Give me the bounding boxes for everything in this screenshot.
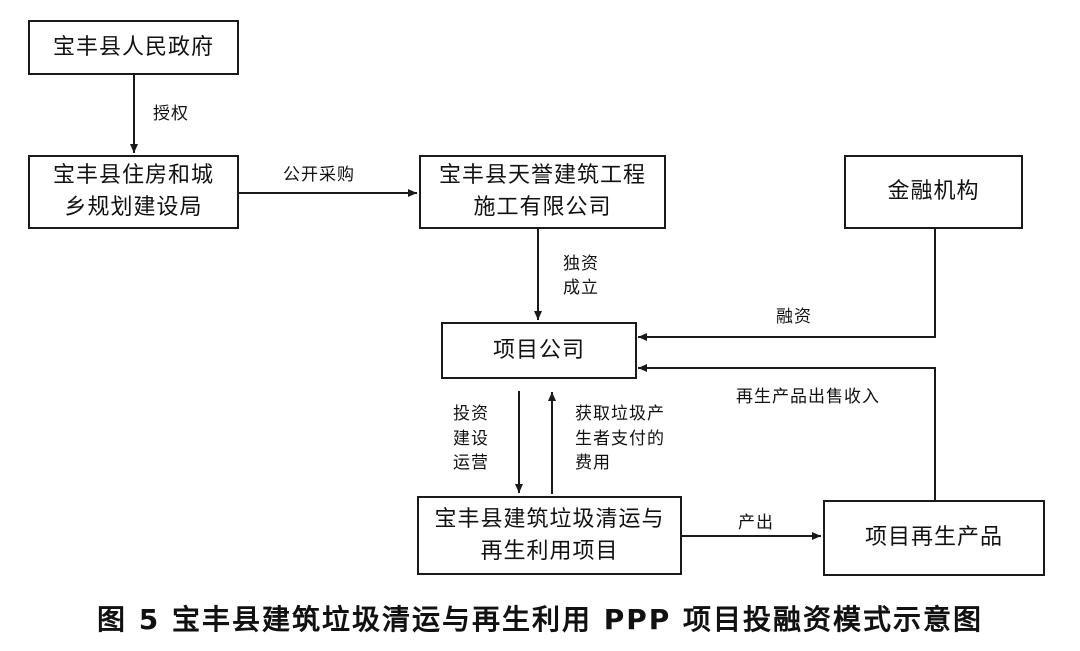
node-county-government: 宝丰县人民政府 bbox=[28, 20, 239, 75]
arrow-sales-income bbox=[638, 364, 936, 500]
node-recycled-products: 项目再生产品 bbox=[823, 500, 1045, 576]
label-fees: 获取垃圾产 生者支付的 费用 bbox=[575, 404, 665, 474]
label-financing: 融资 bbox=[776, 307, 812, 327]
label-public-procurement: 公开采购 bbox=[283, 165, 355, 185]
label-authorize: 授权 bbox=[153, 104, 189, 124]
figure-caption: 图 5 宝丰县建筑垃圾清运与再生利用 PPP 项目投融资模式示意图 bbox=[96, 603, 984, 636]
node-housing-bureau: 宝丰县住房和城 乡规划建设局 bbox=[28, 155, 239, 229]
label-sales-income: 再生产品出售收入 bbox=[736, 387, 880, 407]
arrow-financing bbox=[638, 229, 936, 341]
node-waste-recycling-project: 宝丰县建筑垃圾清运与 再生利用项目 bbox=[417, 496, 682, 575]
label-invest-build-operate: 投资 建设 运营 bbox=[453, 404, 489, 474]
label-produce: 产出 bbox=[738, 513, 774, 533]
node-project-company: 项目公司 bbox=[441, 322, 637, 379]
label-sole-investment: 独资 成立 bbox=[563, 254, 599, 298]
node-financial-institution: 金融机构 bbox=[844, 155, 1023, 229]
node-construction-company: 宝丰县天誉建筑工程 施工有限公司 bbox=[419, 155, 666, 229]
